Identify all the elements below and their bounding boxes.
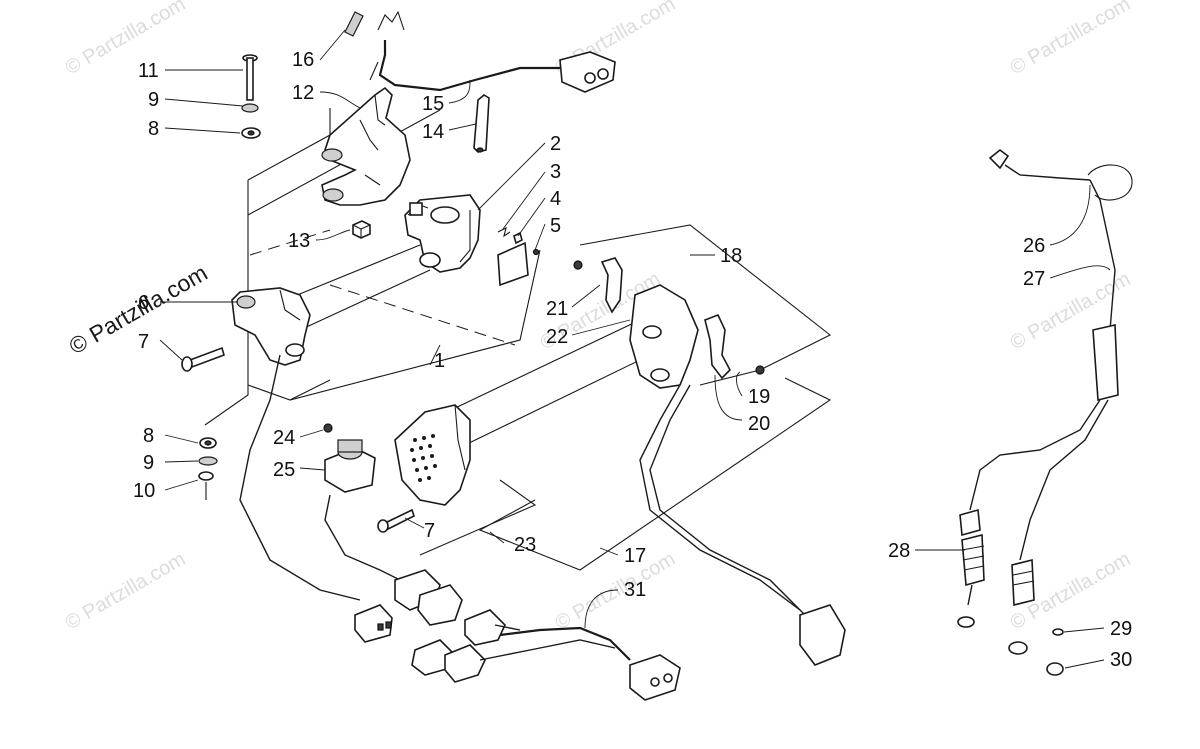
bracket-12 — [321, 86, 411, 206]
callout-15: 15 — [422, 93, 444, 115]
callout-25: 25 — [273, 459, 295, 481]
spring-3 — [497, 226, 511, 238]
cover-23 — [394, 404, 471, 506]
harness-15 — [369, 10, 616, 93]
callout-22: 22 — [546, 326, 568, 348]
callout-21: 21 — [546, 298, 568, 320]
callout-13: 13 — [288, 230, 310, 252]
watermark-text: © Partzilla.com — [62, 0, 190, 79]
callout-16: 16 — [292, 49, 314, 71]
callout-31: 31 — [624, 579, 646, 601]
callout-7: 7 — [138, 331, 149, 353]
callout-29: 29 — [1110, 618, 1132, 640]
callout-26: 26 — [1023, 235, 1045, 257]
spacer-13 — [352, 220, 371, 239]
callout-18: 18 — [720, 245, 742, 267]
sleeve-16 — [344, 11, 364, 37]
callout-27: 27 — [1023, 268, 1045, 290]
callout-8-lower: 8 — [143, 425, 154, 447]
callout-20: 20 — [748, 413, 770, 435]
button-25 — [324, 439, 376, 493]
callout-30: 30 — [1110, 649, 1132, 671]
cable-assembly-26-27 — [957, 148, 1133, 676]
washer-9 — [241, 103, 259, 113]
callout-17: 17 — [624, 545, 646, 567]
callout-12: 12 — [292, 82, 314, 104]
callout-2: 2 — [550, 133, 561, 155]
callout-3: 3 — [550, 161, 561, 183]
switch-body-2 — [404, 194, 481, 273]
lower-washers — [198, 437, 218, 500]
screw-7-upper — [181, 346, 225, 372]
watermark-text: © Partzilla.com — [1007, 0, 1135, 79]
callout-11: 11 — [138, 60, 159, 82]
callout-9-lower: 9 — [143, 452, 154, 474]
lever-20 — [704, 313, 731, 380]
harness-31 — [479, 624, 631, 661]
screw-24 — [323, 423, 333, 433]
callout-19: 19 — [748, 386, 770, 408]
wires-main — [239, 354, 806, 616]
callout-6: 6 — [138, 292, 149, 314]
grip-plate-18 — [573, 257, 765, 389]
callout-23: 23 — [514, 534, 536, 556]
leader-lines — [159, 29, 1111, 669]
contact-4 — [513, 231, 523, 245]
callout-1: 1 — [434, 350, 445, 372]
lever-21 — [600, 257, 623, 314]
callout-9: 9 — [148, 89, 159, 111]
bolt-11 — [241, 54, 261, 139]
screw-7-lower — [377, 508, 415, 533]
connectors — [354, 569, 846, 701]
plate-5 — [497, 241, 540, 287]
callout-5: 5 — [550, 215, 561, 237]
watermark-text: © Partzilla.com — [62, 548, 190, 634]
callout-14: 14 — [422, 121, 444, 143]
callout-8: 8 — [148, 118, 159, 140]
callout-24: 24 — [273, 427, 295, 449]
housing-6 — [231, 287, 311, 366]
callout-4: 4 — [550, 188, 561, 210]
callout-7-lower: 7 — [424, 520, 435, 542]
callout-10: 10 — [133, 480, 155, 502]
dashed-guides — [249, 229, 641, 446]
tie-14 — [473, 94, 490, 153]
watermark-text: © Partzilla.com — [552, 548, 680, 634]
callout-labels: 11 9 8 16 12 15 14 2 3 4 5 13 18 6 7 1 2… — [133, 49, 1132, 671]
callout-28: 28 — [888, 540, 910, 562]
